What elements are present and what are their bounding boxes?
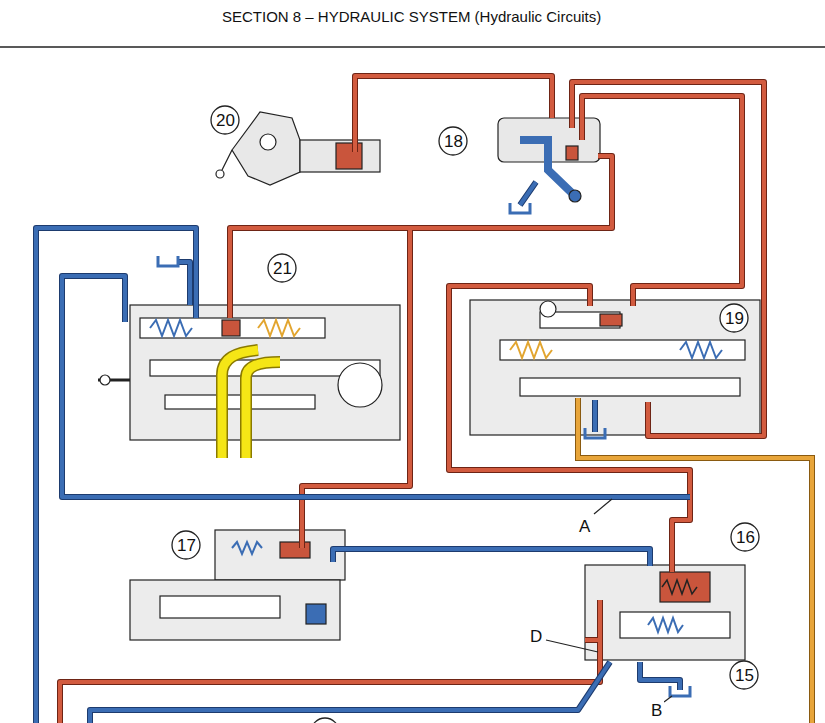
- port-letter: D: [528, 627, 544, 646]
- spool-bore: [620, 612, 730, 638]
- pressure-line-casing: [60, 76, 764, 723]
- port-letter: B: [649, 701, 664, 720]
- callout-circle: [311, 718, 339, 723]
- work-lines: [222, 350, 812, 723]
- tank-symbol: [585, 428, 605, 438]
- spool-bore: [500, 340, 745, 360]
- callout-number: 17: [177, 537, 196, 554]
- valve-body: [130, 580, 340, 640]
- callout-number: 19: [725, 310, 744, 327]
- valve-chamber: [660, 572, 710, 602]
- leader-line: [594, 499, 612, 514]
- mount-hole: [540, 301, 556, 317]
- callout-circle: [730, 661, 758, 689]
- tank-symbols: [158, 203, 690, 696]
- valve-port: [600, 314, 622, 326]
- spring: [232, 542, 262, 554]
- work-line-casing: [222, 350, 280, 458]
- pressure-lines: [60, 76, 764, 723]
- callout-circles: [172, 106, 759, 723]
- leader-line: [546, 640, 598, 652]
- valve-body: [585, 565, 745, 660]
- valve-body: [130, 305, 400, 440]
- spring: [680, 342, 722, 358]
- valve-port: [280, 542, 310, 558]
- callout-circle: [268, 254, 296, 282]
- header-rule: [0, 46, 825, 48]
- sensing-line: [578, 398, 812, 723]
- callout-circle: [439, 127, 467, 155]
- sensing-line-casing: [578, 398, 812, 723]
- spring: [258, 320, 300, 336]
- callout-circle: [720, 304, 748, 332]
- valve-body: [215, 530, 345, 580]
- lift-arm: [232, 112, 300, 185]
- actuator: [338, 363, 382, 407]
- rod-end: [100, 375, 110, 385]
- leader-lines: [546, 499, 672, 702]
- pivot: [260, 134, 276, 150]
- spool-bore: [140, 318, 325, 338]
- spool-bore: [520, 378, 740, 396]
- callout-circle: [211, 106, 239, 134]
- valve-assembly-19: [470, 300, 760, 435]
- callout-circle: [172, 531, 200, 559]
- cylinder-body: [300, 140, 380, 172]
- callout-number: 15: [735, 667, 754, 684]
- spring: [150, 320, 192, 336]
- valve-assembly-17: [130, 530, 345, 640]
- callout-number: 16: [736, 529, 755, 546]
- spool-bore: [160, 596, 280, 618]
- return-line: [36, 182, 690, 723]
- spring: [510, 342, 552, 358]
- valve-port: [306, 604, 326, 624]
- tank-symbol: [670, 686, 690, 696]
- lever-pivot: [569, 190, 581, 202]
- return-line-casing: [36, 182, 690, 723]
- leader-line: [664, 696, 672, 702]
- valve-port: [222, 320, 240, 336]
- tank-symbol: [510, 203, 530, 213]
- spring: [648, 618, 683, 632]
- callout-number: 18: [444, 133, 463, 150]
- cylinder-oil: [336, 143, 362, 169]
- valve-body: [470, 300, 760, 435]
- spring: [662, 580, 697, 594]
- callout-circle: [731, 523, 759, 551]
- arm-pin: [216, 170, 224, 178]
- tank-symbol: [158, 256, 178, 266]
- valve-assembly-16: [585, 565, 745, 660]
- valve-port: [566, 146, 578, 160]
- port-letter: A: [577, 517, 592, 536]
- callout-number: 21: [273, 260, 292, 277]
- pressure-line: [60, 76, 764, 723]
- section-title: SECTION 8 – HYDRAULIC SYSTEM (Hydraulic …: [222, 9, 601, 24]
- work-line: [222, 350, 280, 458]
- callout-number: 20: [216, 112, 235, 129]
- return-lines: [36, 182, 690, 723]
- arm-link: [222, 150, 232, 170]
